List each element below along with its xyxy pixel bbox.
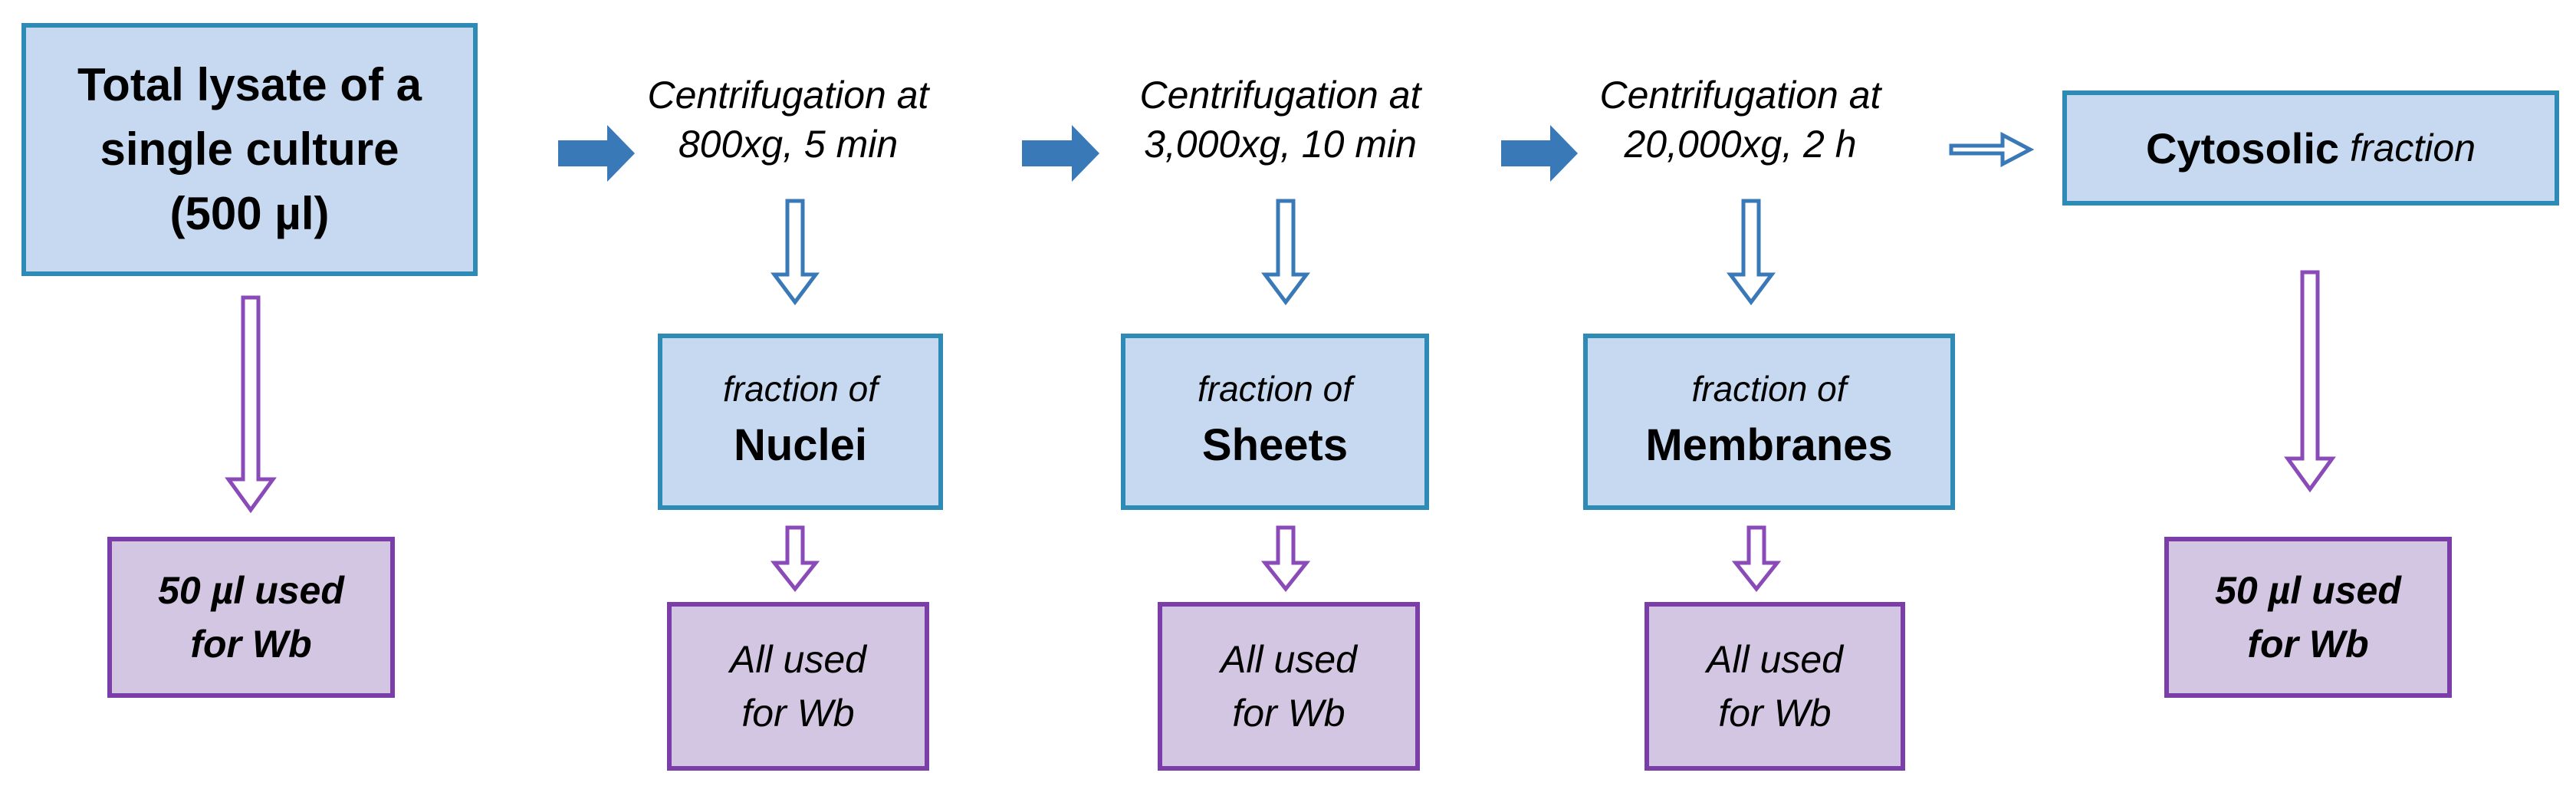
cytosolic-suffix: fraction — [2350, 127, 2476, 169]
down-arrow-nuclei-usage — [770, 525, 820, 593]
usage-cytosolic-box: 50 µl used for Wb — [2164, 537, 2452, 698]
usage-nuclei-line1: All used — [730, 638, 866, 681]
centrifugation-step-3: Centrifugation at 20,000xg, 2 h — [1549, 71, 1932, 169]
cytosolic-fraction-box: Cytosolic fraction — [2062, 90, 2559, 206]
usage-total-box: 50 µl used for Wb — [107, 537, 395, 698]
fraction-nuclei-prefix: fraction of — [723, 369, 878, 409]
step-1-line1: Centrifugation at — [647, 74, 929, 117]
centrifugation-step-2: Centrifugation at 3,000xg, 10 min — [1089, 71, 1472, 169]
centrifugation-step-1: Centrifugation at 800xg, 5 min — [604, 71, 972, 169]
down-arrow-membranes — [1727, 199, 1776, 306]
usage-cytosolic-line1: 50 µl used — [2215, 569, 2401, 612]
down-arrow-nuclei — [770, 199, 820, 306]
usage-sheets-line1: All used — [1221, 638, 1357, 681]
flow-arrow-4 — [1949, 131, 2035, 168]
flow-arrow-3 — [1501, 125, 1578, 182]
usage-sheets-box: All used for Wb — [1158, 602, 1420, 771]
down-arrow-sheets-usage — [1260, 525, 1311, 593]
cytosolic-word: Cytosolic — [2145, 123, 2340, 173]
total-lysate-line1: Total lysate of a — [77, 59, 422, 110]
flow-arrow-1 — [558, 125, 635, 182]
fraction-nuclei-name: Nuclei — [733, 420, 868, 470]
fraction-membranes-prefix: fraction of — [1691, 369, 1847, 409]
usage-cytosolic-line2: for Wb — [2247, 623, 2369, 666]
total-lysate-line3: (500 µl) — [169, 188, 330, 239]
flow-arrow-2 — [1022, 125, 1099, 182]
fraction-membranes-box: fraction of Membranes — [1583, 334, 1955, 510]
fraction-nuclei-box: fraction of Nuclei — [658, 334, 943, 510]
fraction-sheets-name: Sheets — [1201, 420, 1349, 470]
fraction-sheets-prefix: fraction of — [1198, 369, 1352, 409]
usage-membranes-line1: All used — [1707, 638, 1843, 681]
usage-nuclei-line2: for Wb — [741, 692, 855, 735]
usage-membranes-line2: for Wb — [1718, 692, 1832, 735]
down-arrow-cytosolic-usage — [2284, 270, 2336, 493]
step-1-line2: 800xg, 5 min — [678, 123, 899, 166]
down-arrow-sheets — [1261, 199, 1310, 306]
total-lysate-box: Total lysate of a single culture (500 µl… — [21, 23, 478, 276]
step-2-line1: Centrifugation at — [1139, 74, 1421, 117]
down-arrow-total-usage — [225, 295, 277, 514]
down-arrow-membranes-usage — [1731, 525, 1782, 593]
usage-membranes-box: All used for Wb — [1644, 602, 1905, 771]
step-3-line1: Centrifugation at — [1599, 74, 1881, 117]
usage-total-line2: for Wb — [190, 623, 312, 666]
fraction-sheets-box: fraction of Sheets — [1121, 334, 1429, 510]
usage-nuclei-box: All used for Wb — [667, 602, 929, 771]
usage-sheets-line2: for Wb — [1232, 692, 1346, 735]
fraction-membranes-name: Membranes — [1645, 420, 1893, 470]
step-3-line2: 20,000xg, 2 h — [1624, 123, 1857, 166]
step-2-line2: 3,000xg, 10 min — [1144, 123, 1417, 166]
usage-total-line1: 50 µl used — [158, 569, 344, 612]
total-lysate-line2: single culture — [100, 123, 399, 175]
